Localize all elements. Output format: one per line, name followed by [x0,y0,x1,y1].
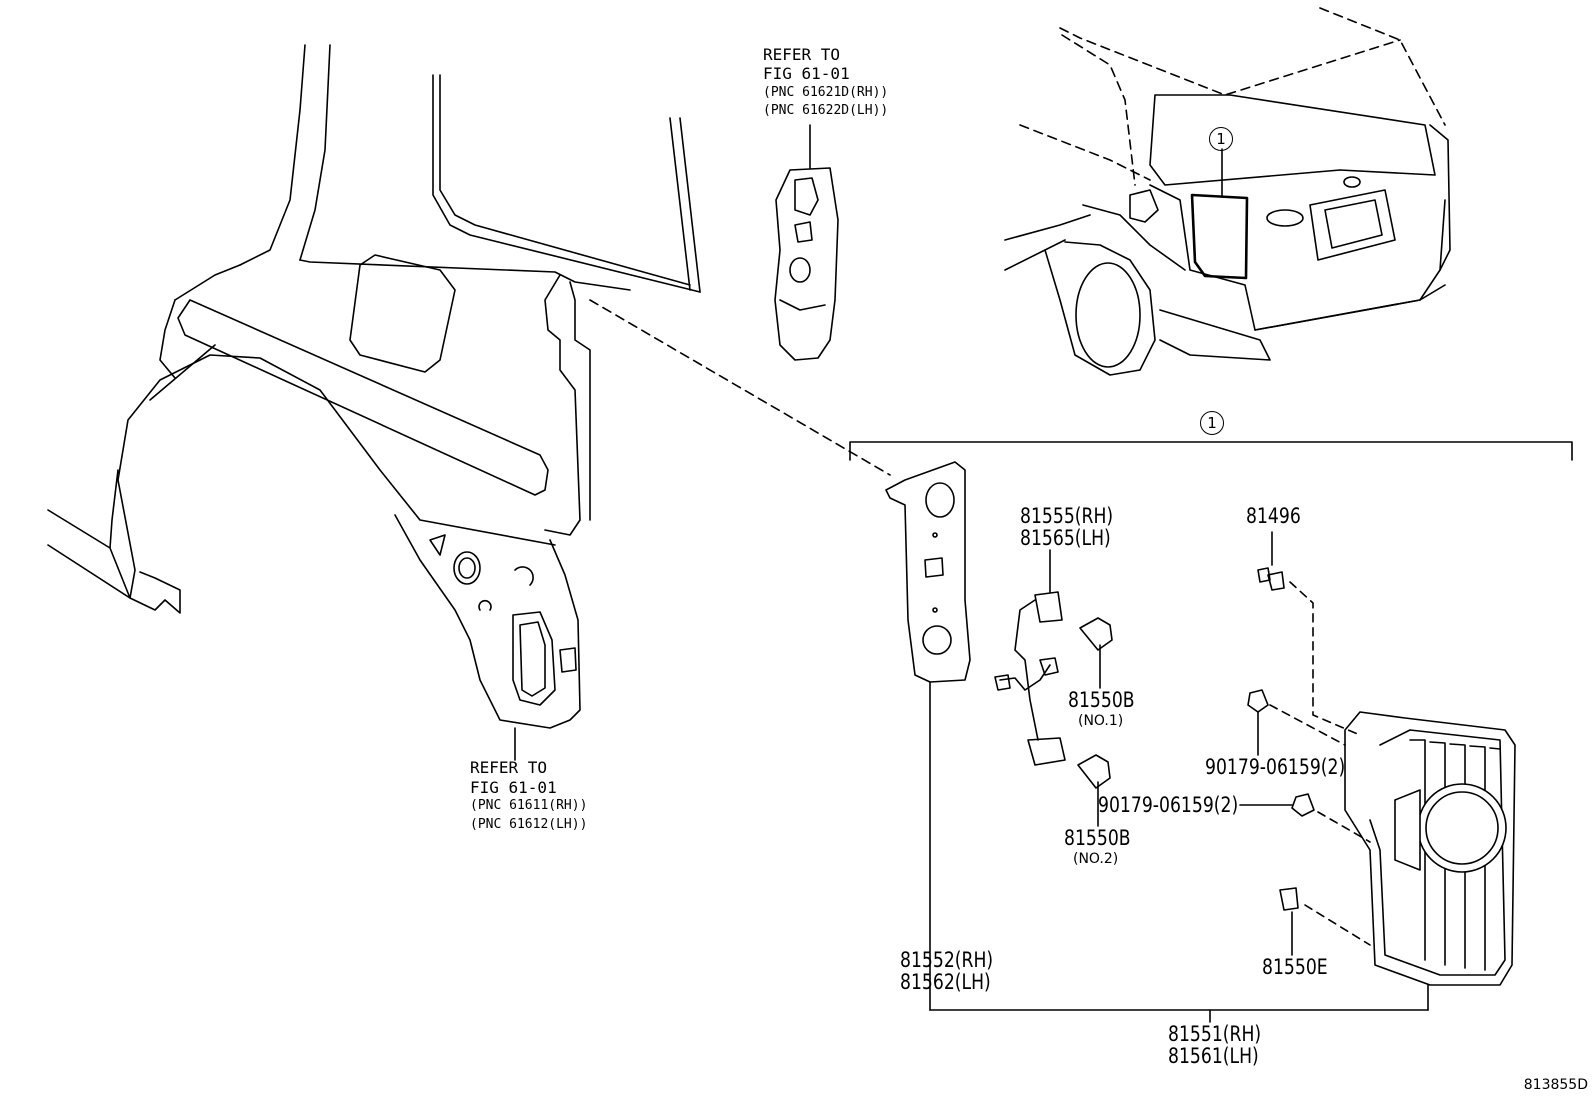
lower-refer-pnc-rh: (PNC 61611(RH)) [470,798,588,813]
upper-refer-line2: FIG 61-01 [763,64,850,83]
clip-drawing [1279,887,1371,956]
gasket-drawing [885,461,971,1011]
part-label-lamp-lh: 81561(LH) [1168,1044,1259,1068]
vehicle-rear-drawing [1004,7,1451,376]
part-note-bulb-2: (NO.2) [1073,851,1119,867]
diagram-id: 813855D [1523,1077,1588,1093]
quarter-panel-drawing [47,44,701,729]
part-label-gasket-rh: 81552(RH) [900,948,994,972]
part-label-gasket-lh: 81562(LH) [900,970,991,994]
panel-to-group-leader [589,299,891,476]
part-label-bulb-1: 81550B [1068,688,1135,712]
lower-refer-line2: FIG 61-01 [470,778,557,797]
lower-refer-line1: REFER TO [470,758,548,777]
part-label-socket-rh: 81555(RH) [1020,504,1114,528]
callout-marker-group: 1 [1200,411,1224,435]
group-bracket [849,441,1573,461]
part-label-screw: 81496 [1246,504,1301,528]
part-label-lamp-rh: 81551(RH) [1168,1022,1262,1046]
part-label-socket-lh: 81565(LH) [1020,526,1111,550]
upper-refer-line1: REFER TO [763,45,841,64]
part-note-bulb-1: (NO.1) [1078,713,1124,729]
screw-drawing [1257,531,1361,736]
socket-wire-drawing [994,549,1113,827]
upper-refer-pnc-lh: (PNC 61622D(LH)) [763,103,889,118]
tail-lamp-drawing [1344,711,1516,1011]
part-label-clip: 81550E [1262,955,1328,979]
lower-refer-pnc-lh: (PNC 61612(LH)) [470,817,588,832]
part-label-nut-upper: 90179-06159(2) [1205,755,1346,779]
callout-marker-vehicle: 1 [1209,127,1233,151]
part-label-bulb-2: 81550B [1064,826,1131,850]
upper-refer-pnc-rh: (PNC 61621D(RH)) [763,85,889,100]
pillar-inner-drawing [774,124,839,361]
part-label-nut-lower: 90179-06159(2) [1098,793,1239,817]
